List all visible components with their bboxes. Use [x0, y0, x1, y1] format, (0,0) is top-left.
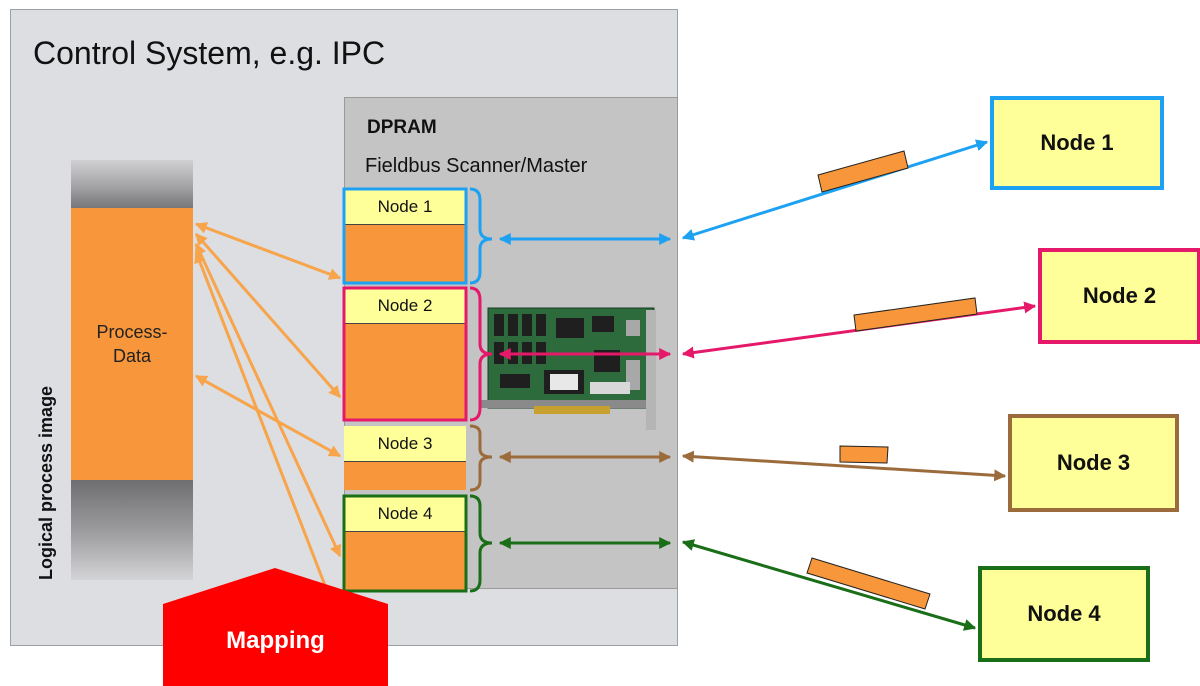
- slot-node-1-label: Node 1: [344, 189, 466, 225]
- process-image-bottom-gradient: [71, 480, 193, 580]
- slot-node-3-label: Node 3: [344, 426, 466, 462]
- slot-node-1-frame: [342, 187, 468, 285]
- dpram-slot-node-2: Node 2: [344, 288, 466, 420]
- brace-node-3: [469, 424, 493, 492]
- node-3-border: [1008, 414, 1179, 512]
- process-data-line1: Process-: [96, 322, 168, 342]
- process-image-top-gradient: [71, 160, 193, 208]
- slot-node-4-data: [344, 532, 466, 591]
- node-4-box: Node 4: [979, 567, 1149, 661]
- bus-line-node-4: [681, 539, 977, 631]
- dpram-slot-node-1: Node 1: [344, 189, 466, 283]
- slot-node-2-frame: [342, 286, 468, 422]
- process-data-label: Process- Data: [71, 320, 193, 368]
- slot-node-2-label: Node 2: [344, 288, 466, 324]
- node-1-border: [990, 96, 1164, 190]
- mapping-label: Mapping: [226, 627, 325, 654]
- mapping-arrow-icon: [163, 568, 388, 686]
- dpram-slot-node-3: Node 3: [344, 426, 466, 490]
- data-packet-node-1: [817, 150, 909, 193]
- brace-node-1: [469, 187, 493, 285]
- process-data-line2: Data: [112, 346, 152, 366]
- node-2-border: [1038, 248, 1200, 344]
- data-packet-node-4: [806, 557, 931, 610]
- data-packet-node-3: [839, 445, 889, 464]
- bus-line-node-3: [681, 450, 1007, 482]
- node-3-box: Node 3: [1009, 415, 1178, 511]
- mapping-arrow-1: [194, 222, 342, 280]
- slot-node-2-data: [344, 324, 466, 420]
- brace-node-4: [469, 494, 493, 593]
- mapping-arrow-2: [194, 233, 342, 398]
- slot-node-4-label: Node 4: [344, 496, 466, 532]
- process-data-block: [71, 208, 193, 480]
- bus-line-node-1: [681, 139, 989, 241]
- node-4-border: [978, 566, 1150, 662]
- slot-node-3-data: [344, 462, 466, 490]
- node-1-box: Node 1: [991, 97, 1163, 189]
- brace-node-2: [469, 286, 493, 422]
- data-packet-node-2: [853, 297, 978, 332]
- control-system-title: Control System, e.g. IPC: [33, 35, 386, 71]
- mapping-arrow-3: [194, 242, 342, 558]
- mapping-arrow-5: [194, 250, 328, 589]
- node-2-box: Node 2: [1039, 249, 1200, 343]
- slot-node-1-data: [344, 225, 466, 283]
- mapping-arrow-4: [194, 374, 342, 458]
- slot-node-4-frame: [342, 494, 468, 593]
- dpram-slot-node-4: Node 4: [344, 496, 466, 591]
- dpram-subtitle: Fieldbus Scanner/Master: [365, 155, 588, 177]
- dpram-title: DPRAM: [367, 117, 437, 138]
